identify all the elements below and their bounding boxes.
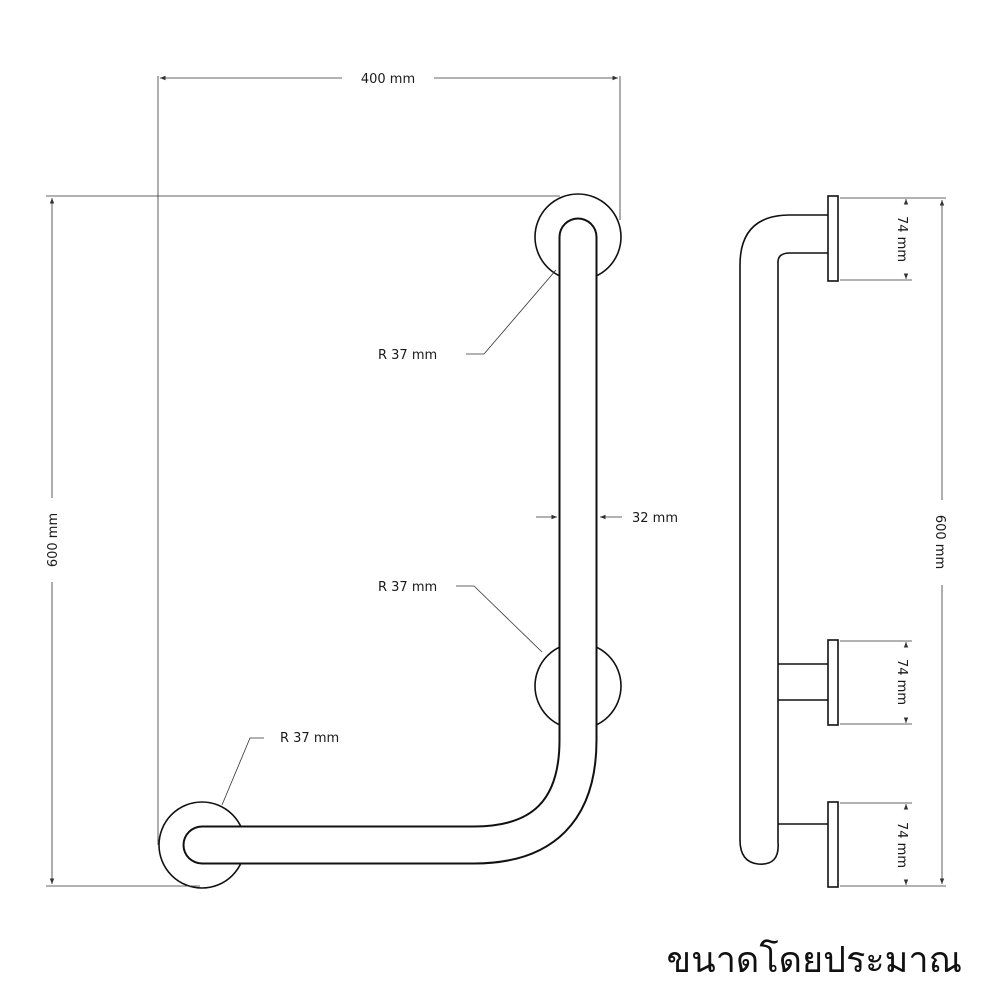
height-dimension-label: 600 mm (46, 513, 61, 567)
side-tube-outer (739, 214, 828, 865)
side-plate-bottom (827, 801, 839, 888)
grab-bar-tube-fill (184, 219, 596, 863)
side-bracket-middle (778, 663, 828, 701)
plate-top-label: 74 mm (894, 216, 909, 262)
approximate-size-caption: ขนาดโดยประมาณ (667, 939, 963, 981)
radius-label-bottom: R 37 mm (280, 731, 339, 746)
plate-middle-label: 74 mm (894, 659, 909, 705)
front-view: 400 mm 600 mm 32 mm R 37 mm R 37 mm R 37… (46, 72, 678, 889)
side-height-label: 600 mm (932, 515, 947, 569)
side-plate-middle (827, 639, 839, 726)
radius-label-middle: R 37 mm (378, 580, 437, 595)
side-plate-top (827, 195, 839, 282)
grab-bar-tube-outline (182, 217, 598, 865)
plate-bottom-label: 74 mm (894, 822, 909, 868)
tube-diameter-label: 32 mm (632, 511, 678, 526)
side-view: 74 mm 74 mm 74 mm 600 mm (739, 195, 947, 888)
radius-label-top: R 37 mm (378, 348, 437, 363)
width-dimension-label: 400 mm (361, 72, 415, 87)
